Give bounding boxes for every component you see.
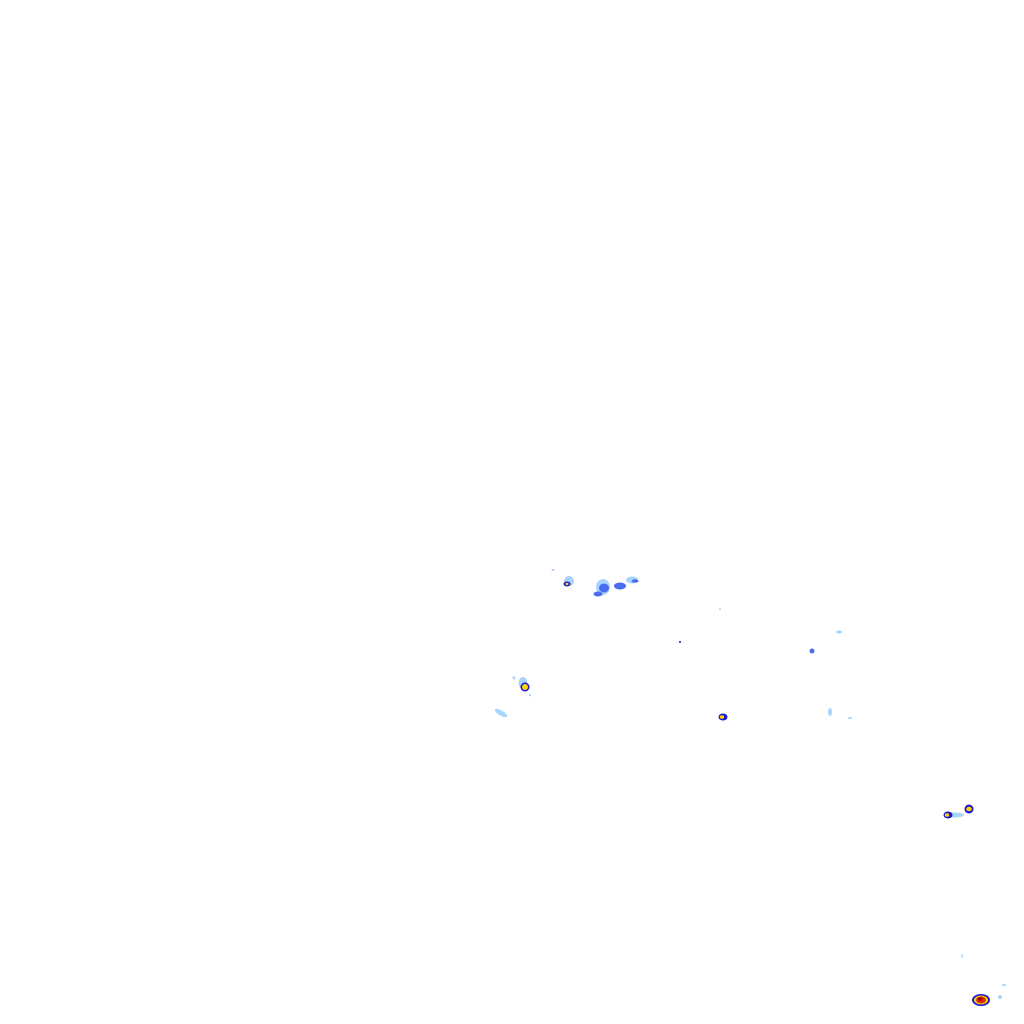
medium-echo xyxy=(631,579,639,583)
heavy-echo xyxy=(966,806,972,812)
heavy-echo xyxy=(565,582,569,586)
medium-echo xyxy=(809,648,815,654)
light-echo xyxy=(836,630,842,634)
light-echo xyxy=(998,995,1002,999)
light-echo xyxy=(828,708,832,716)
light-echo xyxy=(961,954,963,958)
light-echo xyxy=(529,693,531,697)
strong-echo xyxy=(679,641,681,643)
heavy-echo xyxy=(944,813,950,817)
light-echo xyxy=(1002,984,1006,986)
medium-echo xyxy=(614,582,626,590)
light-echo xyxy=(848,717,852,719)
heavy-echo xyxy=(522,684,528,690)
echo-cluster-north xyxy=(551,569,639,597)
medium-echo xyxy=(593,591,603,597)
heavy-echo xyxy=(719,715,725,719)
medium-echo xyxy=(599,583,609,593)
light-echo xyxy=(551,569,555,571)
echo-cluster-central xyxy=(494,608,852,721)
light-echo xyxy=(512,676,516,680)
echo-cluster-southeast xyxy=(943,804,1006,1006)
light-echo xyxy=(494,708,508,718)
light-echo xyxy=(719,608,721,610)
extreme-echo xyxy=(977,997,983,1001)
